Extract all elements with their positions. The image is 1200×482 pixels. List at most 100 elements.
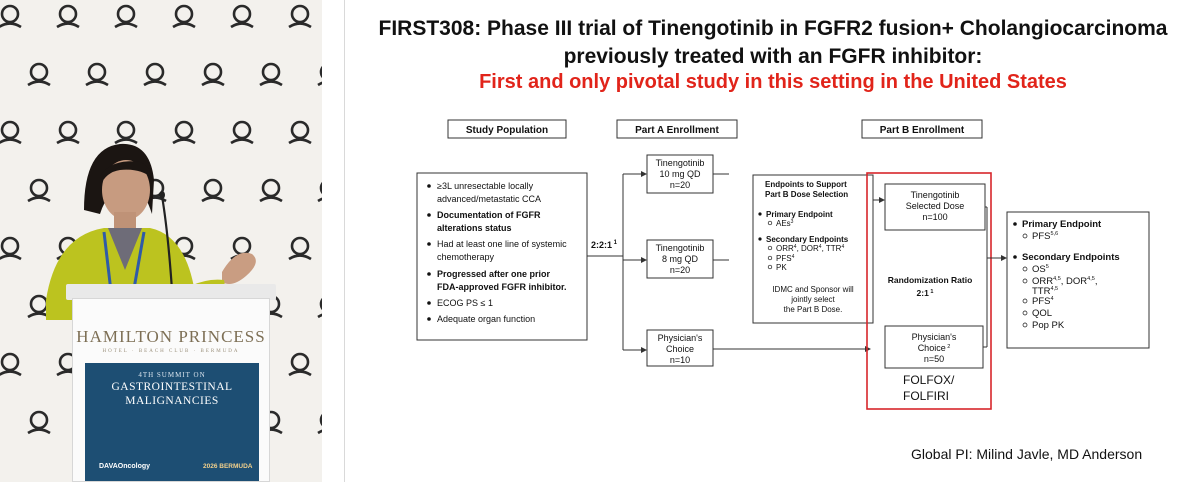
header-label: Study Population (466, 125, 548, 136)
slide-title-line1: FIRST308: Phase III trial of Tinengotini… (378, 17, 1168, 40)
population-bullet (427, 213, 431, 217)
backdrop-logo-icon (56, 4, 80, 29)
connector-arrowhead (865, 346, 871, 352)
backdrop-logo-icon (56, 120, 80, 145)
final-endpoints-box (1006, 211, 1150, 349)
speaker-video-panel: HAMILTON PRINCESS HOTEL · BEACH CLUB · B… (0, 0, 322, 482)
logo-base (288, 370, 312, 377)
ratio-footnote: 1 (612, 240, 618, 246)
final-endpoint-text: Primary Endpoint (1022, 219, 1102, 230)
logo-ring (203, 178, 223, 198)
logo-base (317, 313, 322, 319)
population-criterion: ECOG PS ≤ 1 (437, 298, 493, 308)
dose-selection-heading: Endpoints to Support (765, 180, 847, 189)
summit-ordinal: 4TH SUMMIT ON (138, 371, 206, 379)
logo-base (27, 196, 51, 203)
endpoint-continuation: , DOR (1061, 276, 1088, 287)
backdrop-logo-icon (0, 4, 22, 29)
header-label: Part B Enrollment (880, 125, 965, 136)
dose-bullet (758, 237, 762, 241)
part-b-choice-text: Choice 2 (918, 343, 951, 353)
footnote-mark: 5,6 (1050, 231, 1058, 237)
logo-ring (290, 120, 310, 140)
endpoint-bullet (1013, 222, 1017, 226)
connector-arrowhead (641, 347, 647, 353)
endpoint-continuation: , (1095, 276, 1098, 287)
logo-ring (87, 62, 107, 82)
footnote-mark: 5 (1046, 264, 1049, 270)
part-a-arm-box (646, 329, 714, 367)
logo-base (288, 138, 312, 145)
dose-endpoint-text: ORR4, DOR4, TTR4 (776, 244, 844, 253)
logo-ring (116, 4, 136, 24)
footnote-mark: 4 (792, 254, 795, 260)
part-a-arm-box (646, 239, 714, 279)
logo-ring (29, 178, 49, 198)
backdrop-logo-icon (114, 120, 138, 145)
final-endpoint-text: QOL (1032, 308, 1052, 319)
population-bullet (427, 317, 431, 321)
header-box (447, 119, 567, 139)
logo-base (288, 254, 312, 261)
dava-oncology-logo: DAVAOncology (99, 463, 151, 470)
part-b-highlight-frame (866, 172, 992, 410)
logo-base (172, 138, 196, 145)
dose-endpoint-text: Primary Endpoint (766, 210, 833, 219)
footnote-mark: 4,5 (1087, 276, 1095, 282)
part-a-arm-text: 10 mg QD (659, 169, 701, 179)
podium: HAMILTON PRINCESS HOTEL · BEACH CLUB · B… (72, 298, 270, 482)
population-criterion: Progressed after one prior (437, 269, 551, 279)
logo-ring (319, 297, 322, 311)
endpoint-sub-bullet (1022, 298, 1028, 304)
backdrop-logo-icon (230, 120, 254, 145)
part-a-arm-text: n=20 (670, 180, 690, 190)
backdrop-logo-icon (27, 62, 51, 87)
backdrop-logo-icon (0, 236, 22, 261)
final-endpoint-text: PFS4 (1032, 296, 1054, 307)
population-criterion: ≥3L unresectable locally (437, 181, 534, 191)
backdrop-logo-icon (85, 62, 109, 87)
summit-title-line1: GASTROINTESTINAL (111, 381, 233, 393)
logo-ring (0, 4, 20, 24)
idmc-note: the Part B Dose. (784, 305, 843, 314)
randomization-label: Randomization Ratio (888, 275, 973, 285)
part-b-choice-text: n=50 (924, 354, 944, 364)
connector-arrowhead (1001, 255, 1007, 261)
idmc-note: jointly select (790, 295, 835, 304)
endpoint-continuation: , TTR (822, 244, 842, 253)
logo-base (172, 22, 196, 29)
logo-base (0, 22, 22, 29)
idmc-note: IDMC and Sponsor will (772, 285, 854, 294)
backdrop-logo-icon (27, 410, 51, 435)
header-label: Part A Enrollment (635, 125, 719, 136)
endpoint-sub-bullet (1022, 233, 1028, 239)
backdrop-logo-icon (288, 352, 312, 377)
final-endpoint-text: PFS5,6 (1032, 231, 1058, 242)
part-a-arm-text: Choice (666, 344, 694, 354)
backdrop-logo-icon (259, 62, 283, 87)
part-a-ratio: 2:2:1 1 (591, 240, 618, 250)
part-a-arm-text: n=10 (670, 355, 690, 365)
backdrop-logo-icon (317, 181, 322, 203)
footnote-mark: 3 (791, 219, 794, 225)
global-pi-credit: Global PI: Milind Javle, MD Anderson (911, 446, 1143, 462)
logo-base (0, 254, 22, 261)
logo-base (201, 80, 225, 87)
backdrop-logo-icon (201, 62, 225, 87)
backdrop-logo-icon (172, 4, 196, 29)
population-bullet (427, 301, 431, 305)
dose-endpoint-text: PK (776, 263, 787, 272)
footnote-mark: 4 (841, 244, 844, 250)
dose-sub-bullet (767, 245, 773, 251)
logo-ring (174, 120, 194, 140)
connector-arrowhead (641, 171, 647, 177)
footnote-mark: 4 (1050, 296, 1053, 302)
population-criterion: alterations status (437, 223, 512, 233)
endpoint-bullet (1013, 255, 1017, 259)
dose-endpoint-text: PFS4 (776, 254, 795, 263)
slide-title-line2: previously treated with an FGFR inhibito… (563, 45, 983, 68)
logo-ring (319, 65, 322, 79)
backdrop-logo-icon (288, 120, 312, 145)
logo-base (114, 138, 138, 145)
trial-design-diagram: Study Population Part A Enrollment Part B … (416, 119, 1150, 410)
